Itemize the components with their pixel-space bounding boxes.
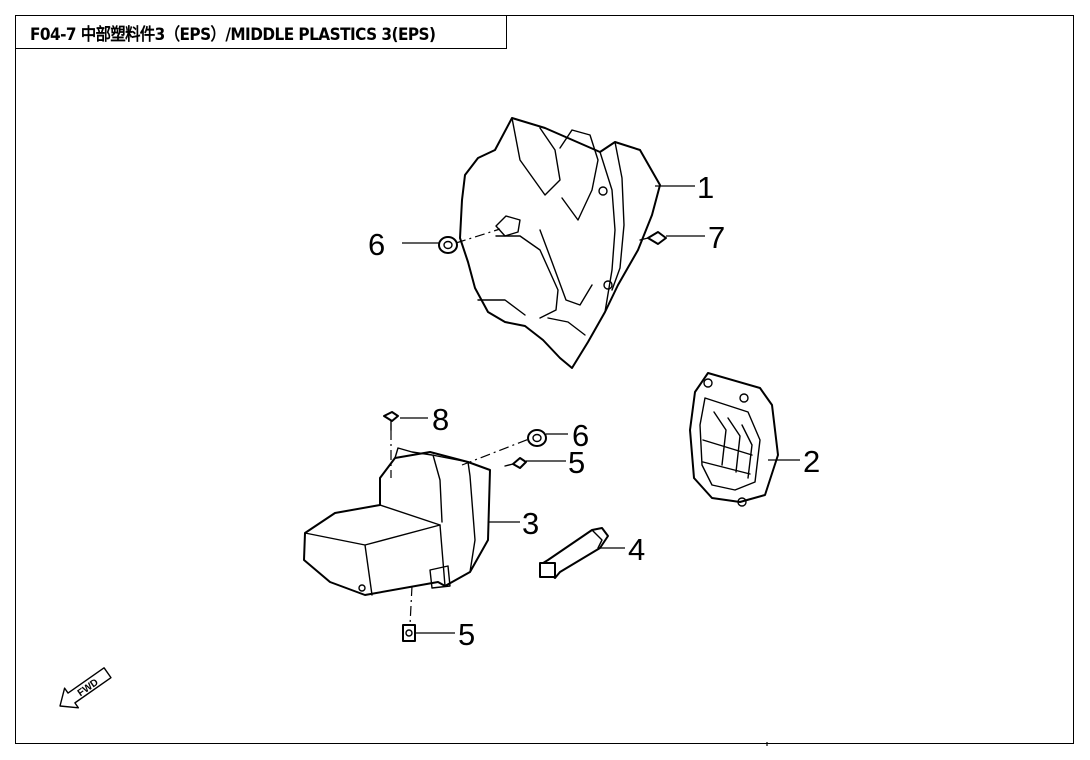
drawing-frame [15,15,1074,744]
callout-2: 2 [803,444,820,479]
callout-3: 3 [522,506,539,541]
part-1-side-panel [459,117,661,369]
callout-1: 1 [697,170,714,205]
callout-7: 7 [708,220,725,255]
part-5-screw-upper [504,457,527,469]
fwd-arrow-icon: FWD [59,667,112,709]
leader-lines [400,185,800,634]
callout-8: 8 [432,402,449,437]
part-2-grille-cover [689,372,779,507]
title-box: F04-7 中部塑料件3（EPS）/MIDDLE PLASTICS 3(EPS) [15,15,507,49]
part-3-storage-box [303,447,491,596]
part-4-hook [539,527,609,579]
part-5-clip-lower [402,624,416,642]
part-6-grommet-upper [438,236,458,254]
callout-6-upper: 6 [368,227,385,262]
part-8-screw [383,411,399,431]
callout-5-lower: 5 [458,617,475,652]
page-title: F04-7 中部塑料件3（EPS）/MIDDLE PLASTICS 3(EPS) [30,24,436,45]
callout-4: 4 [628,532,645,567]
part-7-rivet [639,231,667,245]
callout-6-lower: 6 [572,418,589,453]
callout-5-upper: 5 [568,445,585,480]
part-6-grommet-lower [527,429,547,447]
assembly-lines [390,228,530,626]
